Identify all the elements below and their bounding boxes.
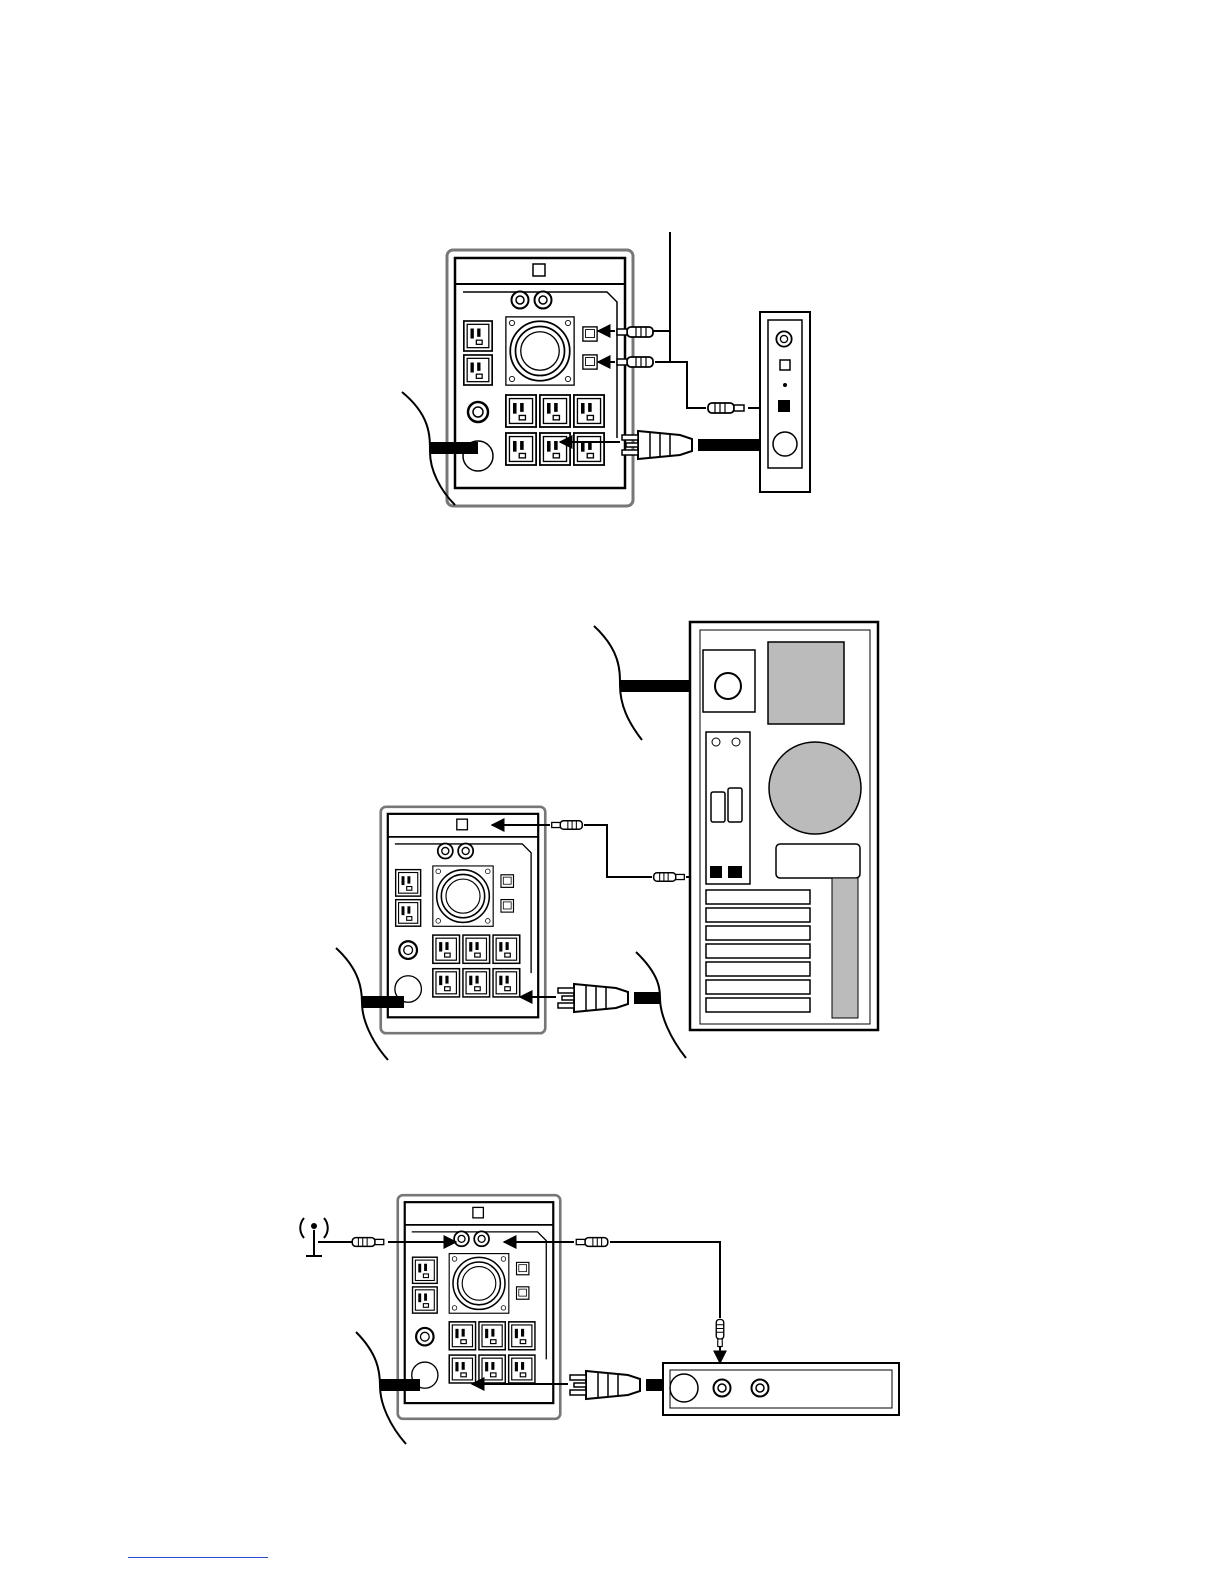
ups-rear-panel <box>447 250 633 506</box>
network-cable <box>655 362 776 413</box>
modem <box>760 312 810 492</box>
ups-rear-panel <box>381 807 546 1033</box>
figure-ups-modem <box>0 220 1224 520</box>
footer-rule <box>128 1557 268 1558</box>
ups-rear-panel <box>398 1195 561 1419</box>
antenna-icon <box>300 1218 352 1256</box>
tv-device <box>663 1363 899 1415</box>
computer-tower-rear <box>690 622 878 1030</box>
figure-ups-computer <box>0 610 1224 1080</box>
figure-ups-coax <box>0 1180 1224 1460</box>
